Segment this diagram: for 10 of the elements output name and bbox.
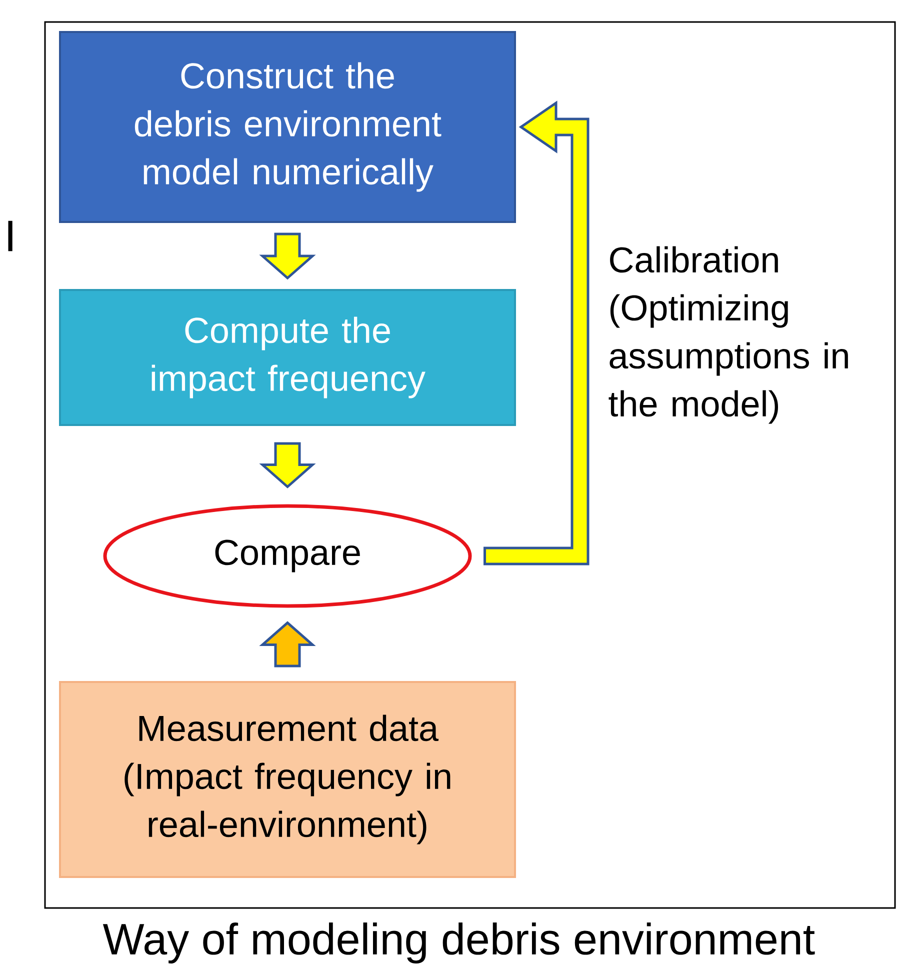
block-arrow [259, 621, 316, 668]
process-box: Construct the debris environment model numerically [59, 31, 516, 223]
title: Way of modeling debris environment [102, 922, 815, 964]
data-box: Measurement data (Impact frequency in real-environment) [59, 681, 516, 878]
block-arrow [259, 442, 316, 488]
block-arrow [259, 232, 316, 280]
text-fragment: I [8, 220, 12, 252]
process-box: Compute the impact frequency [59, 289, 516, 426]
feedback-arrow [484, 100, 590, 566]
edge-label: Calibration (Optimizing assumptions in the model) [608, 246, 848, 424]
